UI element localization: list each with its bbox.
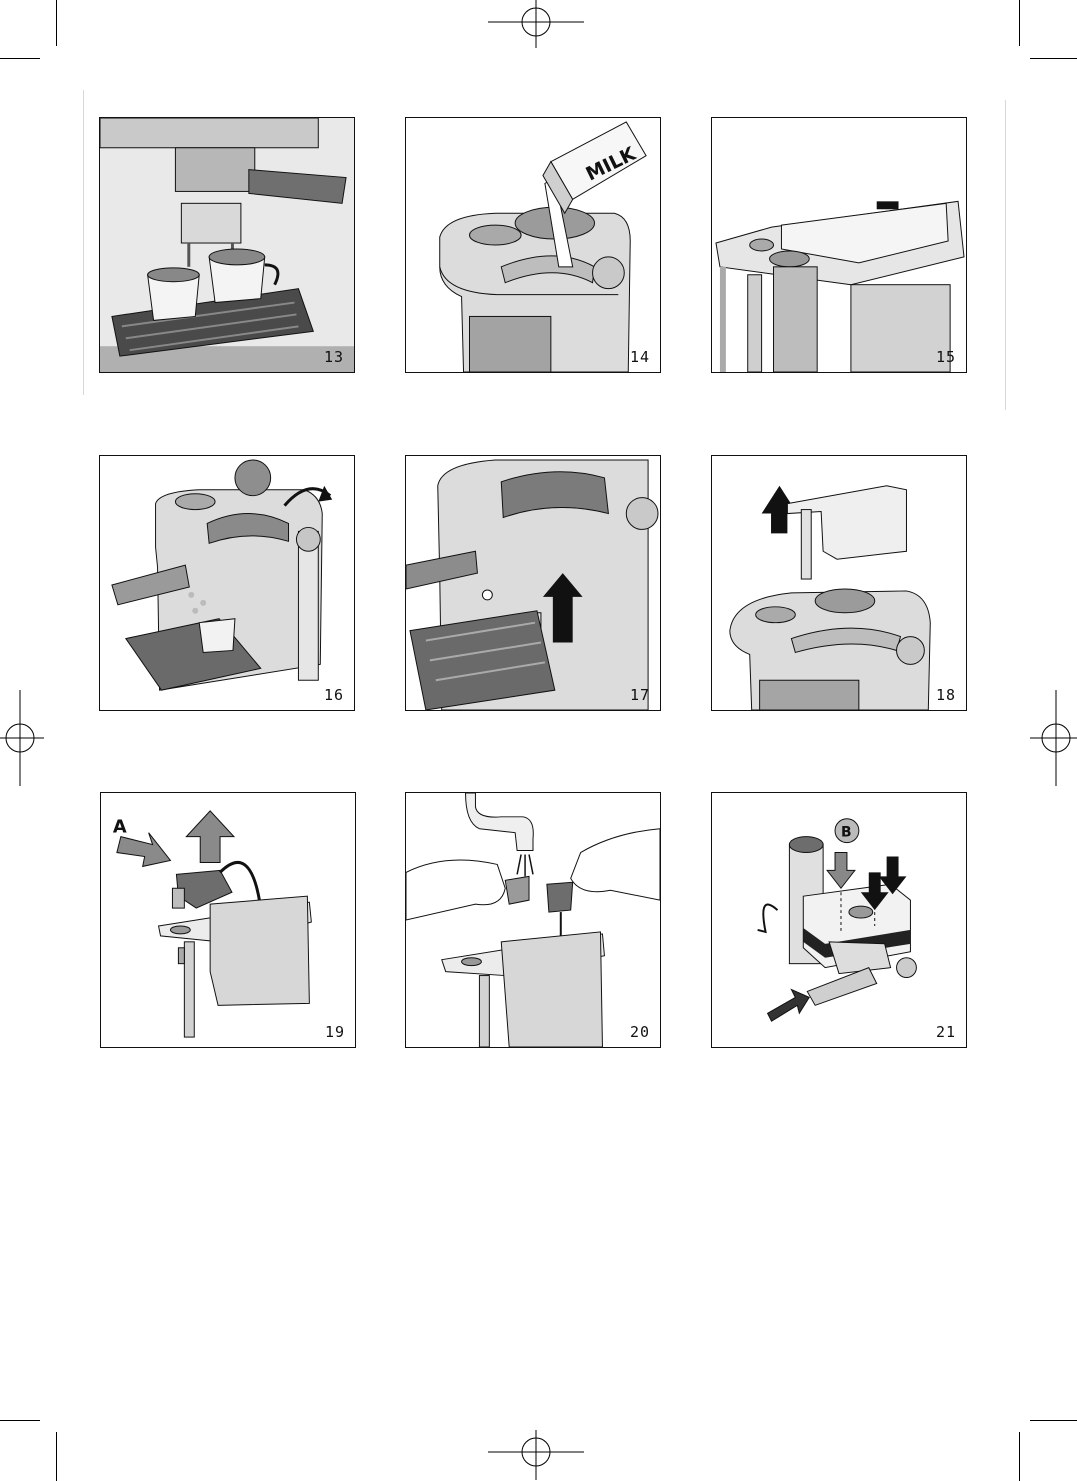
- espresso-two-cups-illustration: [100, 118, 354, 372]
- figure-19: A 19: [100, 792, 356, 1048]
- figure-14: MILK 14: [405, 117, 661, 373]
- figure-number: 13: [323, 348, 344, 366]
- open-reservoir-illustration: [715, 200, 965, 372]
- figure-number: 14: [629, 348, 650, 366]
- steam-knob-turn-illustration: [111, 459, 333, 691]
- figure-number: 15: [935, 348, 956, 366]
- rinse-under-tap-illustration: [406, 793, 660, 1047]
- fold-guide-right: [1005, 100, 1006, 410]
- lift-lever-illustration: [406, 459, 659, 710]
- figure-18: 18: [711, 455, 967, 711]
- figure-13: 13: [99, 117, 355, 373]
- figure-number: 19: [324, 1023, 345, 1041]
- registration-mark-top: [488, 0, 584, 48]
- callout-b-label: B: [841, 825, 852, 841]
- figure-17: 17: [405, 455, 661, 711]
- registration-mark-right: [1030, 690, 1077, 786]
- figure-number: 16: [323, 686, 344, 704]
- pour-milk-illustration: MILK: [439, 121, 647, 372]
- figure-number: 18: [935, 686, 956, 704]
- callout-a-label: A: [113, 817, 127, 838]
- fold-guide-left: [83, 90, 84, 395]
- figure-20: 20: [405, 792, 661, 1048]
- detach-valve-illustration: A: [113, 810, 312, 1038]
- registration-mark-left: [0, 690, 44, 786]
- figure-number: 20: [629, 1023, 650, 1041]
- remove-reservoir-lid-illustration: [729, 475, 931, 710]
- reassemble-valve-illustration: B: [757, 818, 917, 1022]
- registration-mark-bottom: [488, 1430, 584, 1480]
- figure-16: 16: [99, 455, 355, 711]
- figure-15: 15: [711, 117, 967, 373]
- figure-number: 21: [935, 1023, 956, 1041]
- figure-21: B 21: [711, 792, 967, 1048]
- figure-number: 17: [629, 686, 650, 704]
